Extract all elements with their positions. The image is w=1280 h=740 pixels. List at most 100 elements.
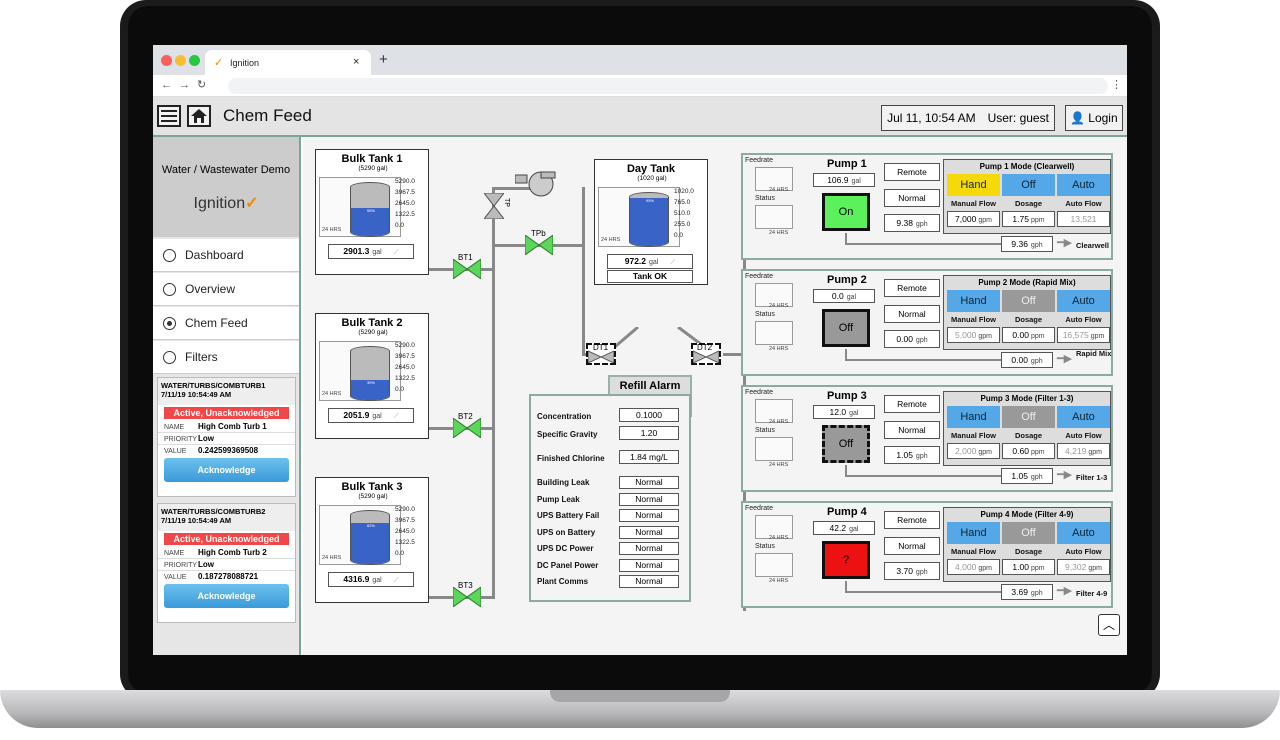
trend-icon[interactable]: ⟋ — [670, 259, 676, 266]
pump-flow-unit: gal — [851, 178, 861, 185]
pump-flow: 106.9 — [827, 175, 849, 185]
forward-icon[interactable]: → — [179, 79, 190, 91]
hand-mode-button[interactable]: Hand — [947, 406, 1000, 428]
acknowledge-button[interactable]: Acknowledge — [164, 458, 289, 482]
hand-mode-button[interactable]: Hand — [947, 174, 1000, 196]
hrs-label: 24 HRS — [769, 419, 789, 425]
transfer-pump-icon[interactable] — [515, 169, 557, 199]
pump-state-indicator[interactable]: On — [822, 193, 870, 231]
valve-dt2[interactable] — [691, 343, 721, 365]
trend-icon[interactable]: ⟋ — [393, 577, 399, 584]
pipe — [845, 233, 847, 245]
valve-bt3[interactable] — [453, 587, 481, 607]
alarm-time: 7/11/19 10:54:49 AM — [161, 390, 232, 399]
gph-unit: gph — [915, 337, 928, 344]
bulk-tank-2-unit: gal — [372, 413, 382, 420]
hrs-label: 24 HRS — [769, 230, 789, 236]
sidebar: Water / Wastewater Demo Ignition✓ Dashbo… — [153, 137, 301, 655]
scroll-top-button[interactable]: ︿ — [1098, 614, 1120, 636]
auto-mode-button[interactable]: Auto — [1057, 290, 1110, 312]
status-row-value: Normal — [619, 476, 679, 489]
manual-label: Manual Flow — [951, 315, 996, 324]
trend-icon[interactable]: ⟋ — [393, 413, 399, 420]
pump-state-indicator[interactable]: ? — [822, 541, 870, 579]
app-header: Chem Feed Jul 11, 10:54 AM User: guest 👤… — [153, 97, 1127, 137]
normal-status: Normal — [884, 305, 940, 323]
sidebar-item-overview[interactable]: Overview — [153, 273, 299, 306]
feedrate-trend — [755, 283, 793, 307]
home-icon[interactable] — [187, 105, 211, 127]
sidebar-item-filters[interactable]: Filters — [153, 341, 299, 374]
login-button[interactable]: 👤 Login — [1065, 105, 1123, 131]
pump-gph: 3.70 — [896, 566, 913, 576]
sidebar-item-dashboard[interactable]: Dashboard — [153, 239, 299, 272]
laptop-notch — [550, 690, 730, 702]
trend-icon[interactable]: ⟋ — [393, 249, 399, 256]
valve-bt2[interactable] — [453, 418, 481, 438]
valve-dt1[interactable] — [586, 343, 616, 365]
auto-mode-button[interactable]: Auto — [1057, 174, 1110, 196]
bulk-tank-2-cylinder: 39% — [350, 346, 390, 401]
status-row-value: Normal — [619, 558, 679, 572]
pipe — [845, 243, 1001, 245]
auto-flow-value: 9,302 — [1065, 562, 1087, 572]
maximize-window-icon[interactable] — [189, 55, 200, 66]
status-row-value: Normal — [619, 492, 679, 506]
pump-state-indicator[interactable]: Off — [822, 309, 870, 347]
pump-state-indicator[interactable]: Off — [822, 425, 870, 463]
acknowledge-button[interactable]: Acknowledge — [164, 584, 289, 608]
auto-flow-input[interactable]: 13,521 — [1057, 211, 1110, 227]
valve-bt1[interactable] — [453, 259, 481, 279]
off-mode-button[interactable]: Off — [1002, 174, 1055, 196]
hand-mode-button[interactable]: Hand — [947, 522, 1000, 544]
valve-bt3-label: BT3 — [458, 581, 473, 590]
off-mode-button[interactable]: Off — [1002, 522, 1055, 544]
back-icon[interactable]: ← — [161, 79, 172, 91]
new-tab-button[interactable]: + — [379, 51, 388, 68]
auto-mode-button[interactable]: Auto — [1057, 522, 1110, 544]
browser-tab[interactable]: ✓ Ignition × — [205, 50, 371, 75]
hrs-label: 24 HRS — [769, 462, 789, 468]
sidebar-item-chem-feed[interactable]: Chem Feed — [153, 307, 299, 340]
remote-status: Remote — [884, 279, 940, 297]
feedrate-label: Feedrate — [745, 389, 774, 396]
chem-row-value: 0.1000 — [619, 408, 679, 422]
address-input[interactable] — [228, 78, 1108, 94]
pump-destination: Rapid Mix — [1076, 349, 1112, 358]
pump-output: 1.05 — [1011, 471, 1028, 481]
auto-mode-button[interactable]: Auto — [1057, 406, 1110, 428]
minimize-window-icon[interactable] — [175, 55, 186, 66]
menu-icon[interactable] — [157, 105, 181, 127]
off-mode-button[interactable]: Off — [1002, 290, 1055, 312]
status-trend — [755, 321, 793, 345]
gph-unit: gph — [915, 569, 928, 576]
valve-tp[interactable] — [484, 193, 504, 219]
ignition-logo: Ignition✓ — [193, 195, 259, 212]
hand-mode-button[interactable]: Hand — [947, 290, 1000, 312]
day-tank-unit: gal — [649, 259, 659, 266]
dosage-value: 0.00 — [1012, 330, 1029, 340]
valve-tpb[interactable] — [525, 235, 553, 255]
tab-close-icon[interactable]: × — [353, 56, 360, 68]
close-window-icon[interactable] — [161, 55, 172, 66]
off-mode-button[interactable]: Off — [1002, 406, 1055, 428]
bulk-tank-2-tick: 5290.0 — [395, 342, 415, 349]
browser-menu-icon[interactable]: ⋮ — [1111, 79, 1122, 91]
reload-icon[interactable]: ↻ — [197, 79, 207, 91]
